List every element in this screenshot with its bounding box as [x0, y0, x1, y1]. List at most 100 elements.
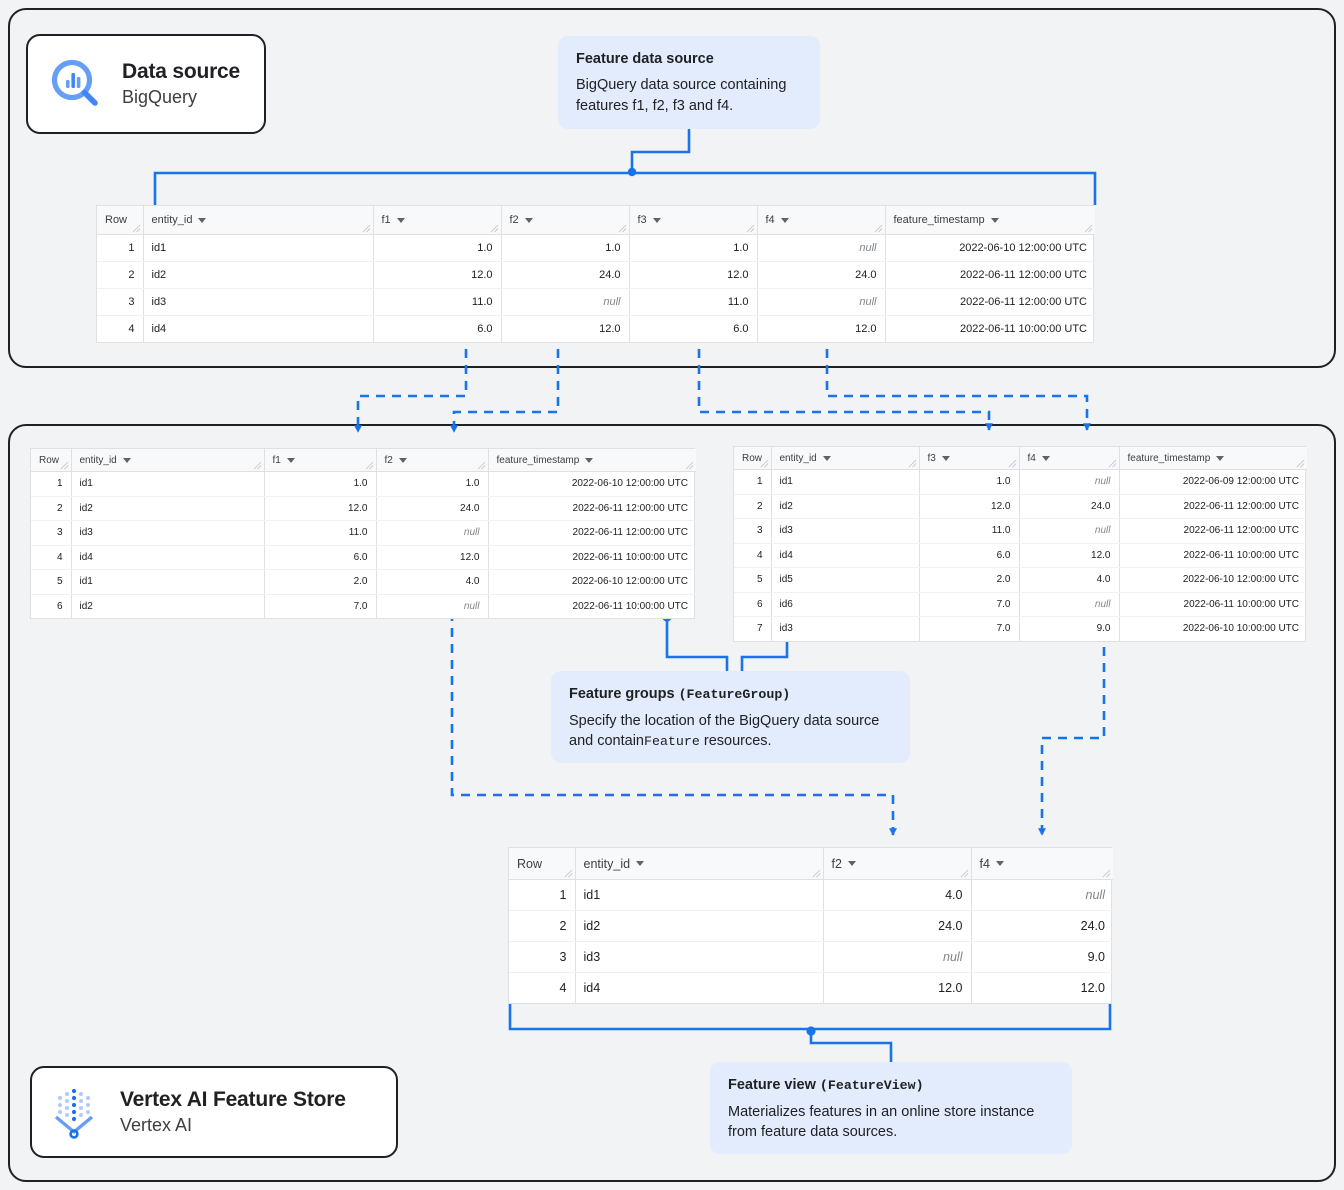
cell-feature_timestamp: 2022-06-09 12:00:00 UTC: [1119, 469, 1307, 495]
chevron-down-icon[interactable]: [1041, 455, 1050, 461]
cell-feature_timestamp: 2022-06-11 12:00:00 UTC: [885, 261, 1095, 289]
column-header-f4[interactable]: f4: [757, 206, 886, 235]
chevron-down-icon[interactable]: [941, 455, 950, 461]
column-header-f2[interactable]: f2: [501, 206, 630, 235]
column-header-entity_id[interactable]: entity_id: [575, 848, 824, 880]
column-header-f1[interactable]: f1: [373, 206, 502, 235]
cell-feature_timestamp: 2022-06-10 12:00:00 UTC: [1119, 567, 1307, 593]
cell-f1: 1.0: [373, 234, 502, 262]
callout-body: Materializes features in an online store…: [728, 1103, 1035, 1141]
chevron-down-icon[interactable]: [396, 217, 405, 223]
cell-f1: 11.0: [264, 520, 377, 546]
column-header-Row[interactable]: Row: [97, 206, 144, 235]
column-header-f4[interactable]: f4: [971, 848, 1113, 880]
chevron-down-icon[interactable]: [652, 217, 661, 223]
column-header-Row[interactable]: Row: [734, 447, 772, 470]
chevron-down-icon[interactable]: [780, 217, 789, 223]
callout-body: BigQuery data source containing features…: [576, 77, 787, 114]
cell-f4: 12.0: [1080, 981, 1105, 995]
chevron-down-icon[interactable]: [847, 861, 856, 866]
chevron-down-icon[interactable]: [995, 861, 1004, 866]
cell-f2: null: [376, 594, 489, 618]
column-header-label: entity_id: [151, 214, 193, 226]
column-header-label: feature_timestamp: [893, 214, 985, 226]
cell-row-number: 3: [97, 288, 144, 316]
cell-f3: 11.0: [919, 518, 1020, 544]
chevron-down-icon[interactable]: [822, 455, 831, 461]
column-header-Row[interactable]: Row: [31, 449, 72, 472]
cell-entity-id: id2: [143, 261, 374, 289]
column-header-entity_id[interactable]: entity_id: [143, 206, 374, 235]
cell-f3: 1.0: [629, 234, 758, 262]
chip-title: Data source: [122, 60, 241, 84]
column-header-label: f4: [1027, 452, 1036, 464]
chevron-down-icon[interactable]: [524, 217, 533, 223]
chevron-down-icon[interactable]: [398, 457, 407, 463]
callout-title: Feature data source: [576, 51, 714, 67]
chevron-down-icon[interactable]: [286, 457, 295, 463]
column-header-f4[interactable]: f4: [1019, 447, 1120, 470]
cell-row-number: 1: [509, 879, 576, 911]
cell-f4: 12.0: [1019, 543, 1120, 568]
cell-entity-id: id2: [71, 496, 265, 521]
column-header-label: f2: [384, 454, 393, 466]
column-header-f2[interactable]: f2: [823, 848, 972, 880]
chevron-down-icon[interactable]: [1216, 455, 1225, 461]
cell-feature_timestamp: 2022-06-11 10:00:00 UTC: [488, 545, 696, 570]
chip-title: Vertex AI Feature Store: [120, 1088, 346, 1112]
column-header-f3[interactable]: f3: [629, 206, 758, 235]
cell-f4: 24.0: [1019, 494, 1120, 519]
cell-feature_timestamp: 2022-06-11 10:00:00 UTC: [1119, 543, 1307, 568]
column-header-entity_id[interactable]: entity_id: [71, 449, 265, 472]
column-header-label: entity_id: [79, 454, 117, 466]
column-header-feature_timestamp[interactable]: feature_timestamp: [488, 449, 696, 472]
cell-f2: null: [376, 520, 489, 546]
cell-feature_timestamp: 2022-06-11 12:00:00 UTC: [1119, 494, 1307, 519]
cell-row-number: 6: [734, 592, 772, 617]
cell-row-number: 1: [734, 469, 772, 495]
column-header-f2[interactable]: f2: [376, 449, 489, 472]
cell-row-number: 2: [97, 261, 144, 289]
cell-row-number: 2: [734, 494, 772, 519]
cell-f3: 6.0: [919, 543, 1020, 568]
column-header-feature_timestamp[interactable]: feature_timestamp: [885, 206, 1095, 235]
column-header-label: f1: [381, 214, 391, 226]
cell-f2: 4.0: [376, 569, 489, 595]
column-header-label: f3: [927, 452, 936, 464]
chevron-down-icon[interactable]: [198, 217, 207, 223]
chip-vertex-ai-feature-store: Vertex AI Feature Store Vertex AI: [30, 1066, 398, 1158]
chevron-down-icon[interactable]: [585, 457, 594, 463]
callout-body: Specify the location of the BigQuery dat…: [569, 711, 892, 752]
column-header-f3[interactable]: f3: [919, 447, 1020, 470]
column-header-label: Row: [517, 856, 543, 871]
column-header-entity_id[interactable]: entity_id: [771, 447, 920, 470]
cell-f3: 1.0: [919, 469, 1020, 495]
column-header-Row[interactable]: Row: [509, 848, 576, 880]
callout-title: Feature groups (FeatureGroup): [569, 685, 892, 704]
cell-f4: null: [757, 234, 886, 262]
cell-f4: 24.0: [971, 910, 1113, 942]
cell-f2: null: [501, 288, 630, 316]
cell-f2: 1.0: [376, 471, 489, 497]
chevron-down-icon[interactable]: [636, 861, 645, 866]
cell-feature_timestamp: 2022-06-10 12:00:00 UTC: [885, 234, 1095, 262]
cell-entity-id: id3: [575, 941, 824, 973]
chevron-down-icon[interactable]: [122, 457, 131, 463]
cell-row-number: 4: [97, 315, 144, 342]
cell-f2: null: [823, 941, 972, 973]
chevron-down-icon[interactable]: [990, 217, 999, 223]
callout-title-text: Feature groups: [569, 686, 675, 702]
column-header-f1[interactable]: f1: [264, 449, 377, 472]
bigquery-icon: [51, 59, 98, 106]
column-header-feature_timestamp[interactable]: feature_timestamp: [1119, 447, 1307, 470]
cell-entity-id: id3: [771, 518, 920, 544]
cell-entity-id: id4: [771, 543, 920, 568]
